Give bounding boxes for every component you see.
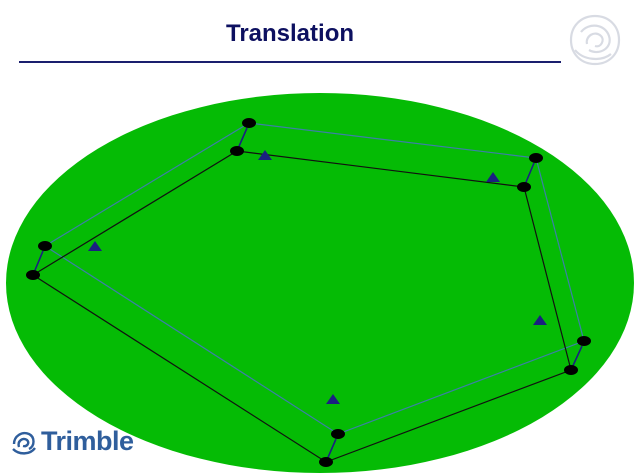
brand-logo: Trimble (10, 426, 134, 457)
original-vertex (517, 182, 531, 192)
globe-swirl-icon (12, 431, 36, 455)
translated-vertex (331, 429, 345, 439)
original-vertex (564, 365, 578, 375)
control-point-triangle (486, 172, 500, 182)
control-point-triangle (533, 315, 547, 325)
translated-vertex (38, 241, 52, 251)
original-vertex (230, 146, 244, 156)
original-vertex (26, 270, 40, 280)
control-point-triangle (258, 150, 272, 160)
control-point-triangle (326, 394, 340, 404)
rose-emblem-icon (569, 14, 621, 66)
control-point-triangle (88, 241, 102, 251)
translated-polygon (43, 122, 585, 435)
page-title: Translation (225, 20, 355, 47)
translated-vertex (529, 153, 543, 163)
brand-name: Trimble (41, 426, 134, 456)
original-polygon (31, 150, 572, 463)
translated-vertex (242, 118, 256, 128)
green-field (6, 93, 634, 473)
title-underline (19, 61, 561, 63)
translated-vertex (577, 336, 591, 346)
original-vertex (319, 457, 333, 467)
